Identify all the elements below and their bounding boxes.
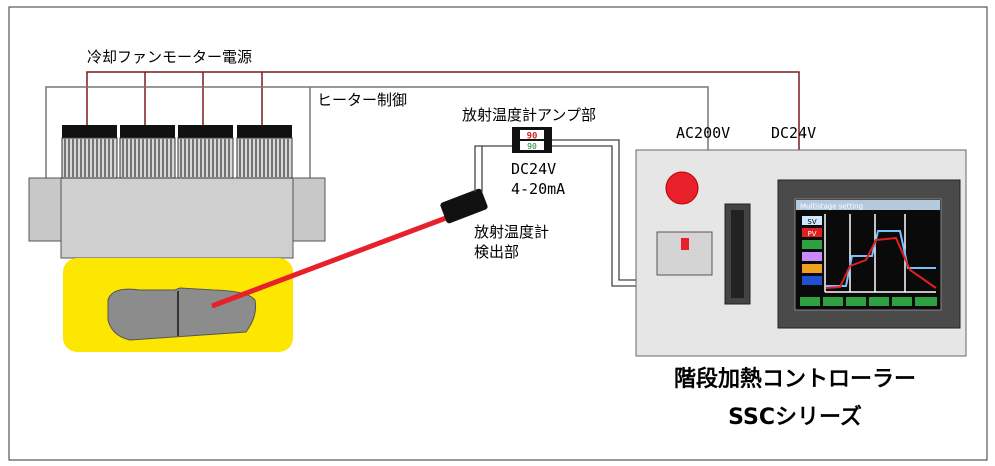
hmi-title: Multistage setting (800, 203, 863, 211)
pyrometer-sensor-label-2: 検出部 (474, 243, 519, 261)
sensor-cable (481, 145, 512, 192)
pyrometer-sensor-label-1: 放射温度計 (474, 223, 549, 241)
product-name-line2: SSCシリーズ (728, 404, 862, 430)
cooling-fans (61, 125, 293, 179)
heater-control-label: ヒーター制御 (317, 91, 407, 109)
signal-label: 4-20mA (511, 180, 565, 198)
cooling-fan (61, 125, 118, 179)
pyrometer-amp-label: 放射温度計アンプ部 (462, 106, 596, 124)
heater-block (28, 177, 326, 259)
hmi-touchscreen: Multistage setting SV PV (777, 179, 961, 329)
heater-body (60, 177, 294, 259)
amp-signal-wires (474, 139, 636, 287)
hmi-sv-button: SV (807, 218, 816, 226)
dc24v-power-label: DC24V (771, 124, 816, 142)
fan-power-wire (86, 71, 800, 150)
product-name-line1: 階段加熱コントローラー (674, 366, 916, 392)
outer-frame (8, 6, 988, 461)
heater-left-clamp (28, 177, 62, 242)
hmi-pv-button: PV (807, 230, 816, 238)
cooling-fan (119, 125, 176, 179)
hmi-side-buttons: SV PV (802, 216, 822, 285)
fan-power-label: 冷却ファンモーター電源 (87, 48, 252, 66)
hmi-pv-curve (825, 236, 937, 289)
cooling-fan (236, 125, 293, 179)
ac200v-label: AC200V (676, 124, 730, 142)
hmi-grid (824, 214, 936, 293)
heater-right-clamp (292, 177, 326, 242)
pyrometer-amp-unit: 90 90 (512, 127, 552, 153)
amp-top-readout: 90 (527, 132, 538, 142)
amp-bottom-readout: 90 (527, 142, 537, 151)
indicator-lamp (665, 171, 699, 205)
heater-control-wire (45, 86, 709, 178)
hmi-bottom-buttons (800, 297, 937, 306)
cooling-fan (177, 125, 234, 179)
amp-dc24v-label: DC24V (511, 160, 556, 178)
breaker-switch (681, 238, 689, 250)
laser-beam (211, 215, 447, 309)
pyrometer-sensor (440, 188, 488, 224)
